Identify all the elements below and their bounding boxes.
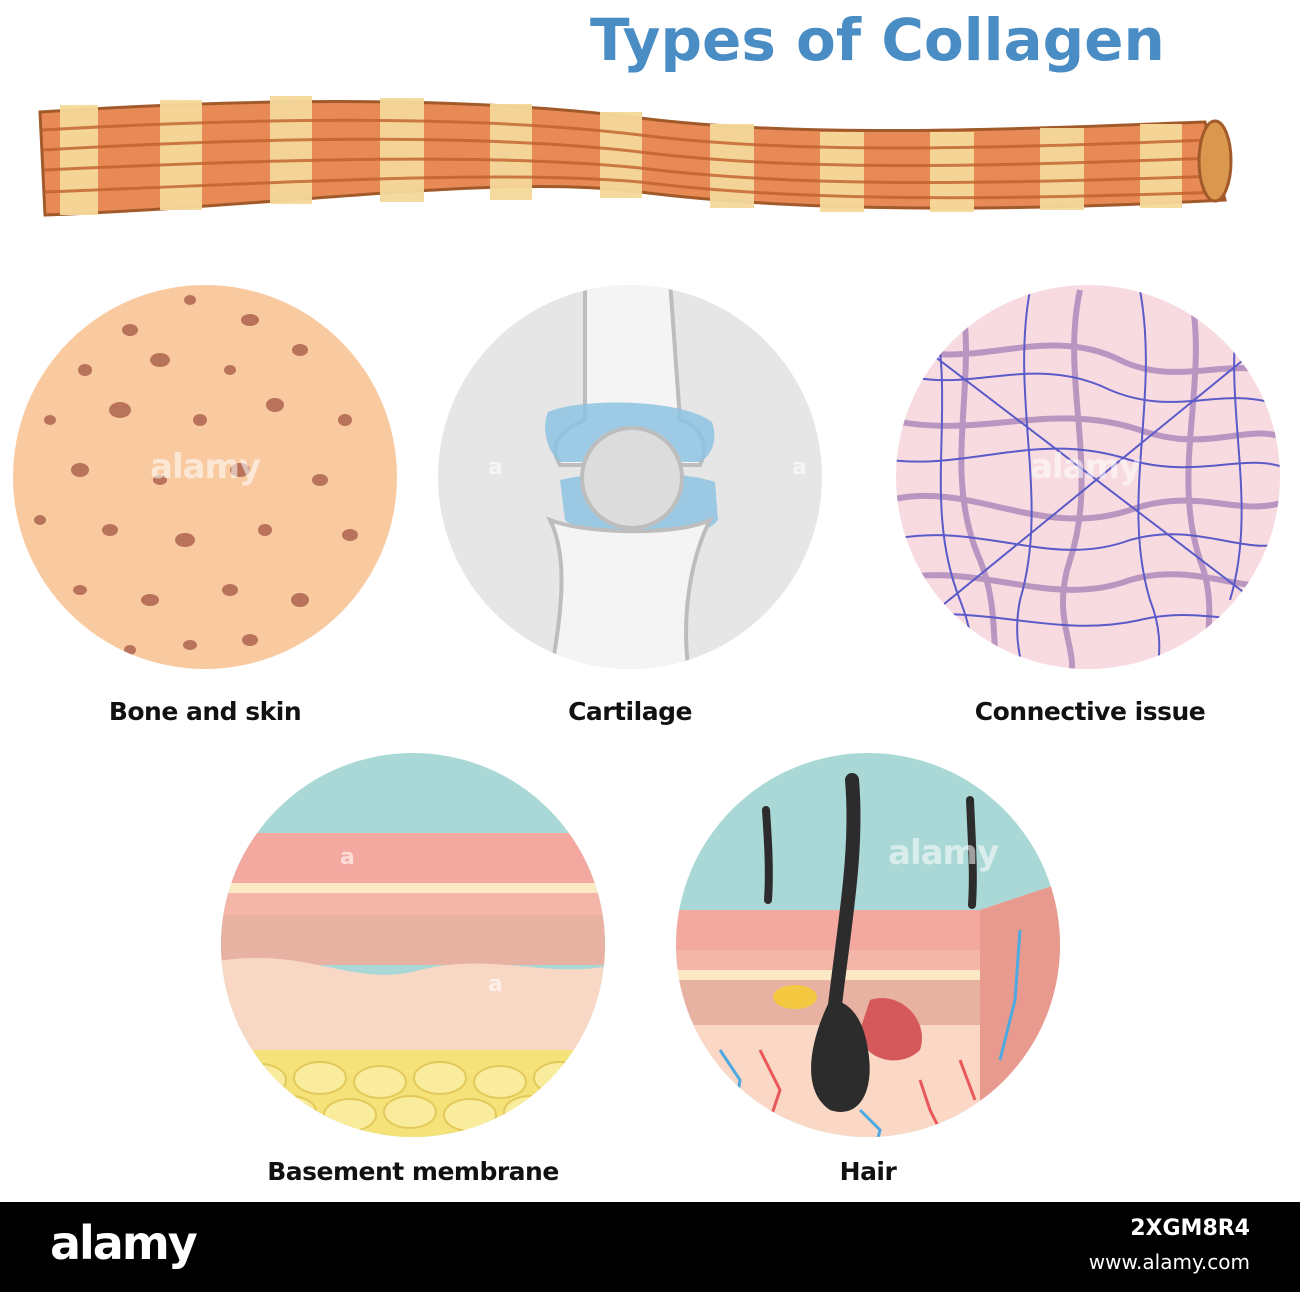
bone-skin-illustration [13, 285, 397, 669]
cartilage-illustration [438, 285, 822, 669]
watermark-hair: alamy [888, 833, 999, 873]
label-connective-tissue: Connective issue [974, 697, 1206, 726]
footer-bar: alamy 2XGM8R4 www.alamy.com [0, 1202, 1300, 1292]
diagram-canvas [13, 96, 1280, 1137]
footer-brand-logo: alamy [50, 1216, 198, 1270]
watermark-bone: alamy [150, 447, 261, 487]
footer-image-code: 2XGM8R4 [1130, 1216, 1250, 1241]
fiber-end-cap [1197, 119, 1233, 203]
page-title: Types of Collagen [590, 6, 1165, 74]
connective-tissue-illustration [896, 285, 1280, 669]
collagen-fiber [38, 96, 1233, 217]
fiber-stripes [60, 96, 1182, 215]
watermark-mark-4: a [488, 972, 503, 997]
watermark-mark-2: a [792, 455, 807, 480]
hair-illustration [676, 753, 1060, 1137]
watermark-mark-1: a [488, 455, 503, 480]
basement-membrane-illustration [221, 753, 605, 1137]
watermark-mark-3: a [340, 845, 355, 870]
label-bone-and-skin: Bone and skin [108, 697, 302, 726]
fiber-strands [41, 118, 1222, 200]
label-basement-membrane: Basement membrane [267, 1157, 559, 1186]
footer-url: www.alamy.com [1088, 1250, 1250, 1274]
label-cartilage: Cartilage [568, 697, 692, 726]
label-hair: Hair [839, 1157, 897, 1186]
watermark-connective: alamy [1030, 447, 1141, 487]
